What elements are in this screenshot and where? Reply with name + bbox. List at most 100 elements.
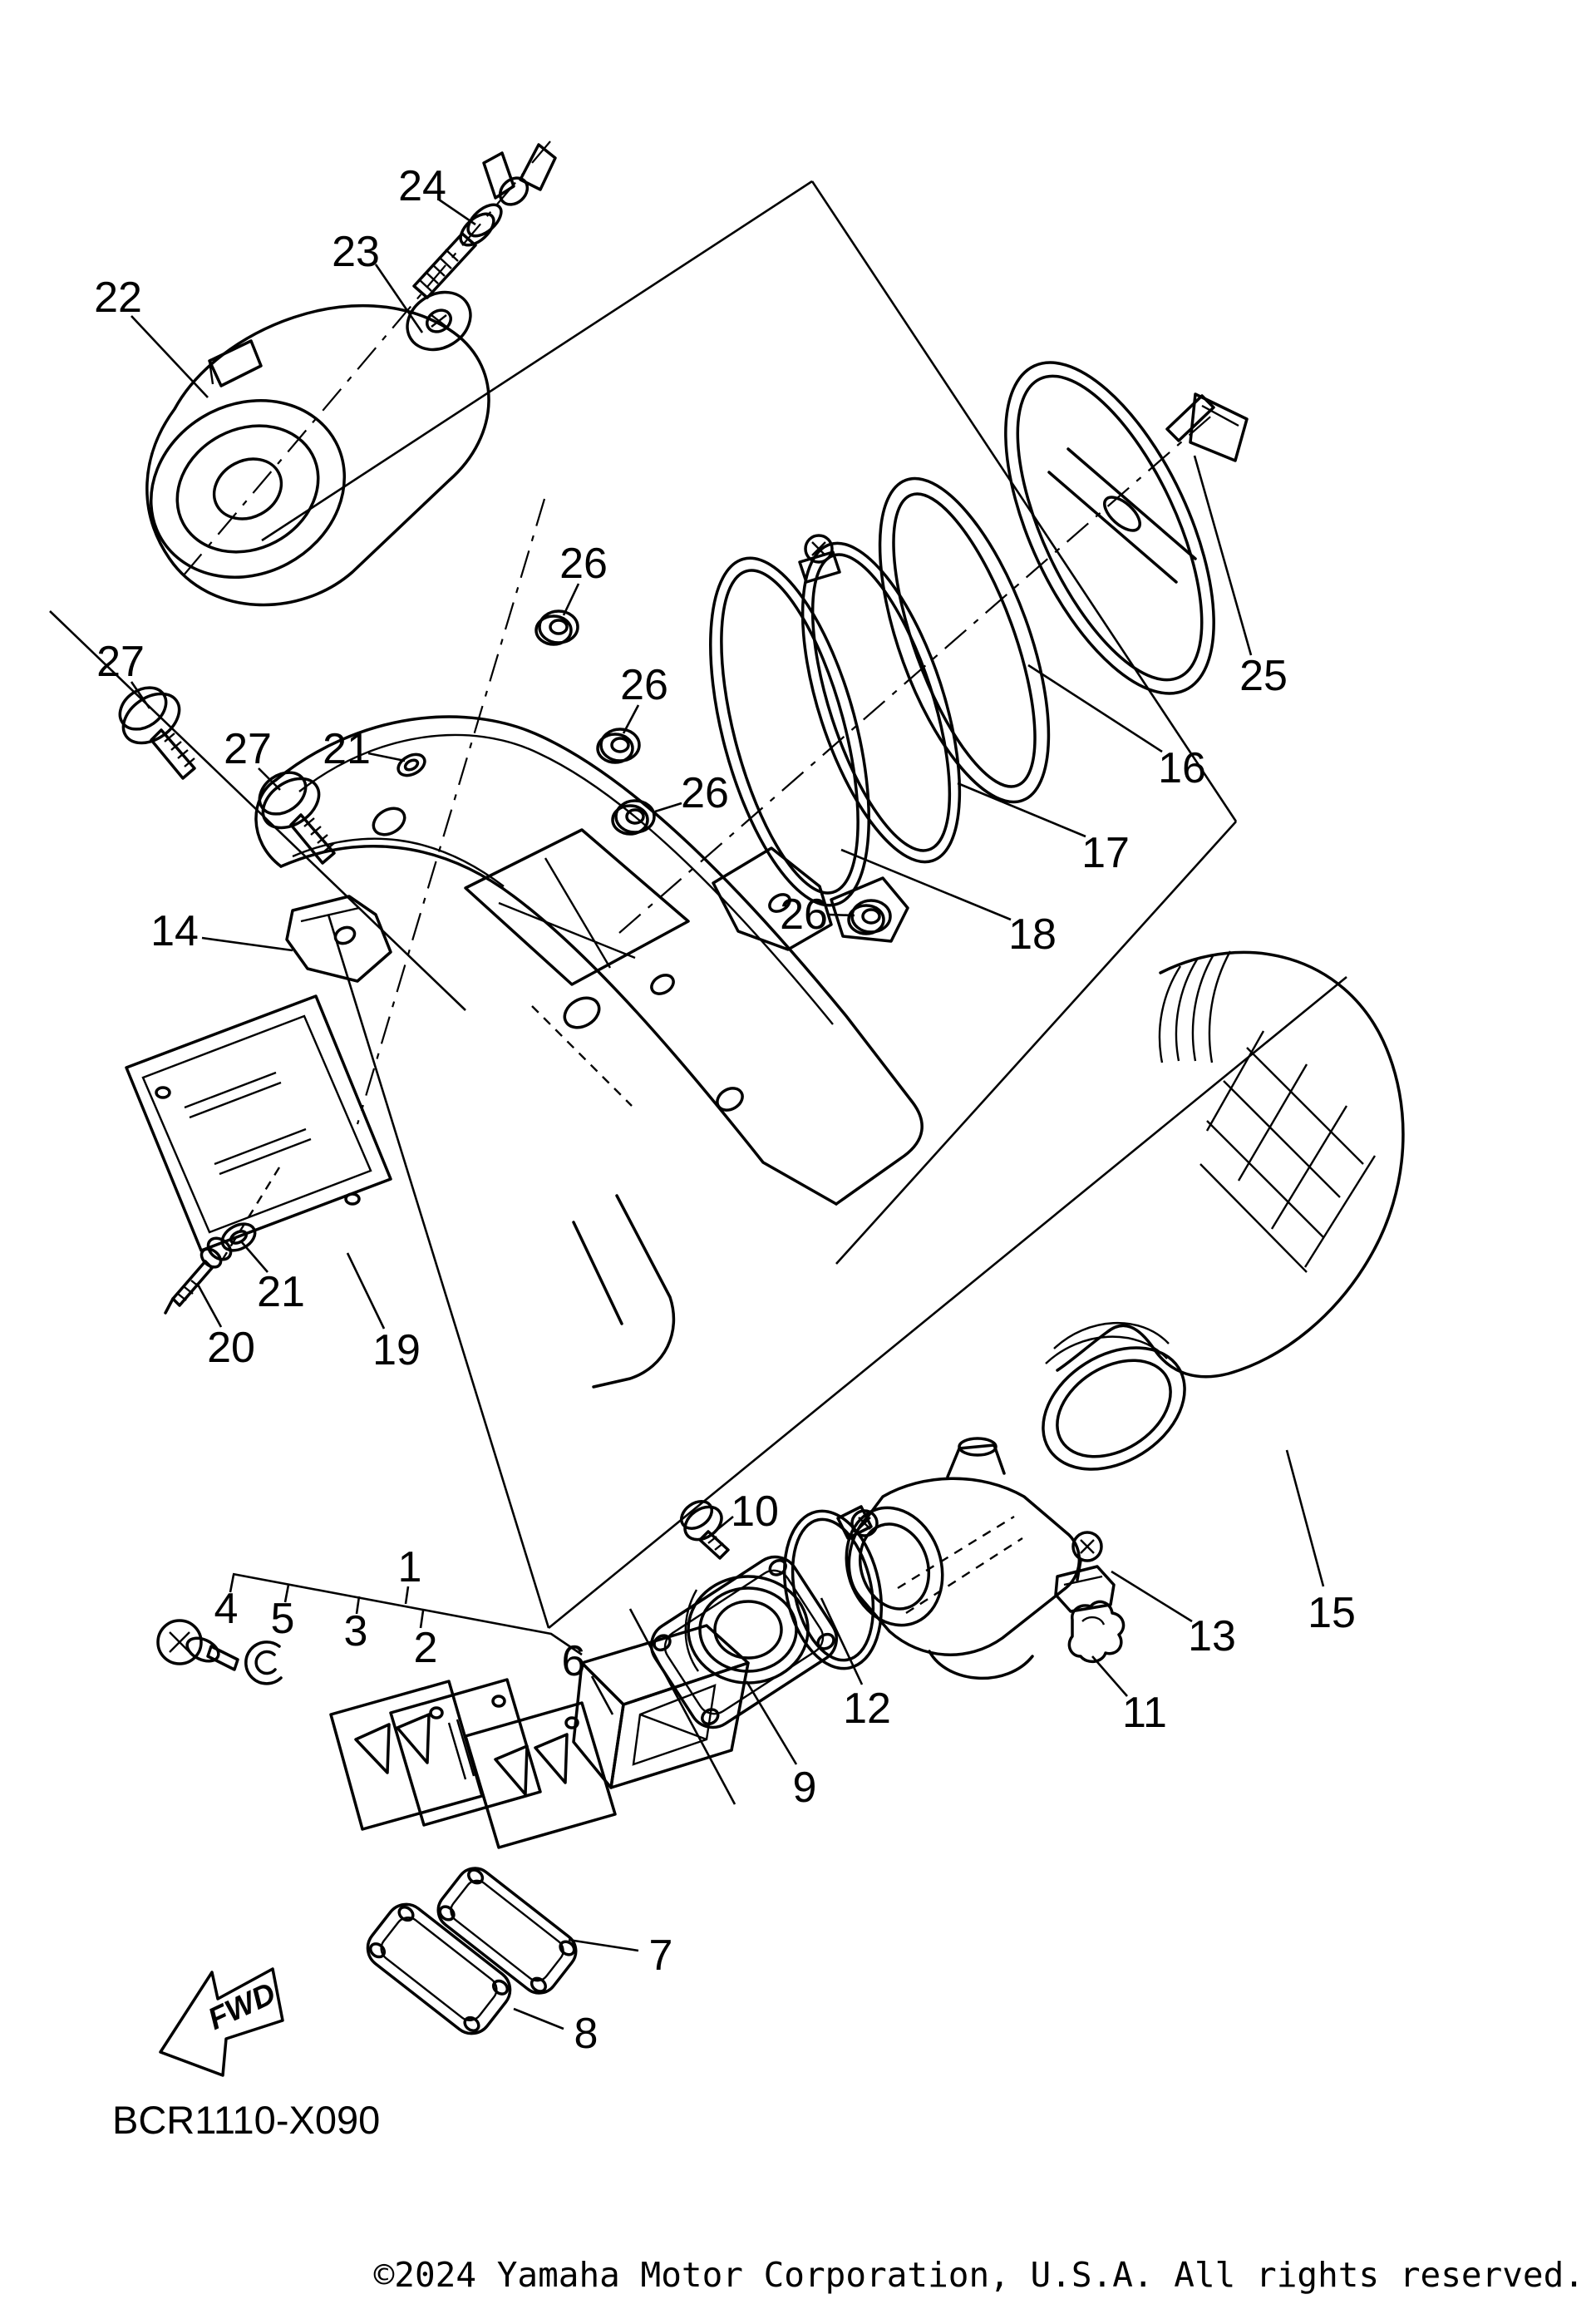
part-callout-26[interactable]: 26 <box>681 769 729 817</box>
line-art <box>397 752 426 777</box>
leader-line-26 <box>562 583 580 616</box>
part-callout-3[interactable]: 3 <box>344 1607 368 1655</box>
part-callout-21[interactable]: 21 <box>257 1268 305 1316</box>
leader-line-14 <box>201 936 293 952</box>
line-art <box>303 817 335 852</box>
line-art <box>712 846 833 951</box>
carburetor-body <box>845 1437 1081 1680</box>
part-callout-21[interactable]: 21 <box>323 725 371 773</box>
line-art <box>254 778 283 868</box>
part-callout-19[interactable]: 19 <box>372 1326 421 1374</box>
part-callout-27[interactable]: 27 <box>224 725 272 773</box>
line-art <box>145 303 490 607</box>
line-art <box>791 1517 875 1662</box>
part-callout-2[interactable]: 2 <box>414 1624 438 1672</box>
line-art <box>782 1509 884 1670</box>
part-bracket-14 <box>285 895 392 983</box>
part-callout-7[interactable]: 7 <box>649 1932 673 1980</box>
line-art <box>1042 1346 1186 1471</box>
part-callout-6[interactable]: 6 <box>562 1637 586 1685</box>
leader-line-20 <box>195 1282 223 1328</box>
line-art <box>835 821 1237 1265</box>
line-art <box>300 906 360 923</box>
line-art <box>946 1443 1006 1478</box>
line-art <box>274 715 924 1206</box>
part-callout-14[interactable]: 14 <box>150 907 199 955</box>
part-callout-17[interactable]: 17 <box>1081 829 1130 877</box>
line-art <box>254 1650 277 1675</box>
part-wing-bolt <box>412 143 557 299</box>
line-art <box>403 758 420 772</box>
part-callout-25[interactable]: 25 <box>1239 652 1288 700</box>
line-art <box>206 1645 239 1671</box>
part-callout-5[interactable]: 5 <box>271 1595 295 1643</box>
leader-line-24 <box>438 198 476 226</box>
part-plate-19 <box>125 994 392 1268</box>
part-callout-18[interactable]: 18 <box>1008 910 1057 959</box>
line-art <box>1016 374 1204 682</box>
line-art <box>208 339 263 387</box>
line-art <box>1199 1047 1364 1273</box>
line-art <box>380 1917 498 2021</box>
line-art <box>707 1536 724 1551</box>
line-art <box>298 733 834 1025</box>
part-callout-1[interactable]: 1 <box>398 1543 422 1591</box>
line-art <box>804 534 834 564</box>
line-art <box>289 813 336 865</box>
line-art <box>292 837 505 887</box>
line-art <box>164 733 195 767</box>
line-art <box>491 1979 510 1996</box>
part-callout-24[interactable]: 24 <box>398 162 446 210</box>
line-art <box>958 1437 998 1457</box>
line-art <box>344 1192 361 1206</box>
line-art <box>701 1708 720 1726</box>
line-art <box>800 541 962 864</box>
line-art <box>397 1906 415 1922</box>
line-art <box>406 290 472 352</box>
leader-line-13 <box>1111 1570 1193 1623</box>
line-art <box>261 180 813 542</box>
part-callout-20[interactable]: 20 <box>207 1324 255 1372</box>
part-air-duct <box>1042 950 1405 1471</box>
part-callout-16[interactable]: 16 <box>1158 744 1206 792</box>
part-callout-22[interactable]: 22 <box>94 274 142 322</box>
line-art <box>159 1967 284 2077</box>
leader-line-3 <box>355 1596 361 1615</box>
part-callout-26[interactable]: 26 <box>559 540 608 588</box>
line-art <box>609 1661 750 1789</box>
part-callout-26[interactable]: 26 <box>620 661 668 709</box>
line-art <box>836 1505 873 1540</box>
part-callout-9[interactable]: 9 <box>793 1764 817 1812</box>
part-callout-26[interactable]: 26 <box>780 891 828 939</box>
part-callout-12[interactable]: 12 <box>843 1685 891 1733</box>
part-callout-23[interactable]: 23 <box>332 228 380 276</box>
leader-line-17 <box>957 782 1086 838</box>
leader-line-23 <box>374 264 424 333</box>
part-callout-10[interactable]: 10 <box>731 1487 779 1536</box>
part-callout-8[interactable]: 8 <box>574 2010 598 2058</box>
part-callout-11[interactable]: 11 <box>1122 1689 1167 1737</box>
line-art <box>212 457 283 520</box>
line-art <box>1201 404 1239 427</box>
leader-line-26 <box>622 704 640 734</box>
line-art <box>285 895 392 983</box>
part-duct-clamp-13 <box>1054 1531 1116 1613</box>
part-callout-15[interactable]: 15 <box>1308 1589 1356 1637</box>
line-art <box>149 399 347 579</box>
line-art <box>467 1868 485 1885</box>
leader-line-18 <box>840 848 1012 921</box>
callout-bracket <box>232 1572 583 1656</box>
line-art <box>610 737 630 753</box>
copyright-text: ©2024 Yamaha Motor Corporation, U.S.A. A… <box>374 2255 1584 2295</box>
line-art <box>327 914 550 1629</box>
part-callout-27[interactable]: 27 <box>96 638 145 686</box>
line-art <box>208 360 214 385</box>
part-callout-4[interactable]: 4 <box>214 1585 239 1633</box>
line-art <box>220 1222 257 1252</box>
leader-line-12 <box>820 1597 864 1685</box>
line-art <box>858 1522 931 1611</box>
line-art <box>141 1014 372 1234</box>
part-callout-13[interactable]: 13 <box>1188 1612 1236 1660</box>
line-art <box>244 1640 283 1685</box>
line-art <box>156 1619 203 1665</box>
